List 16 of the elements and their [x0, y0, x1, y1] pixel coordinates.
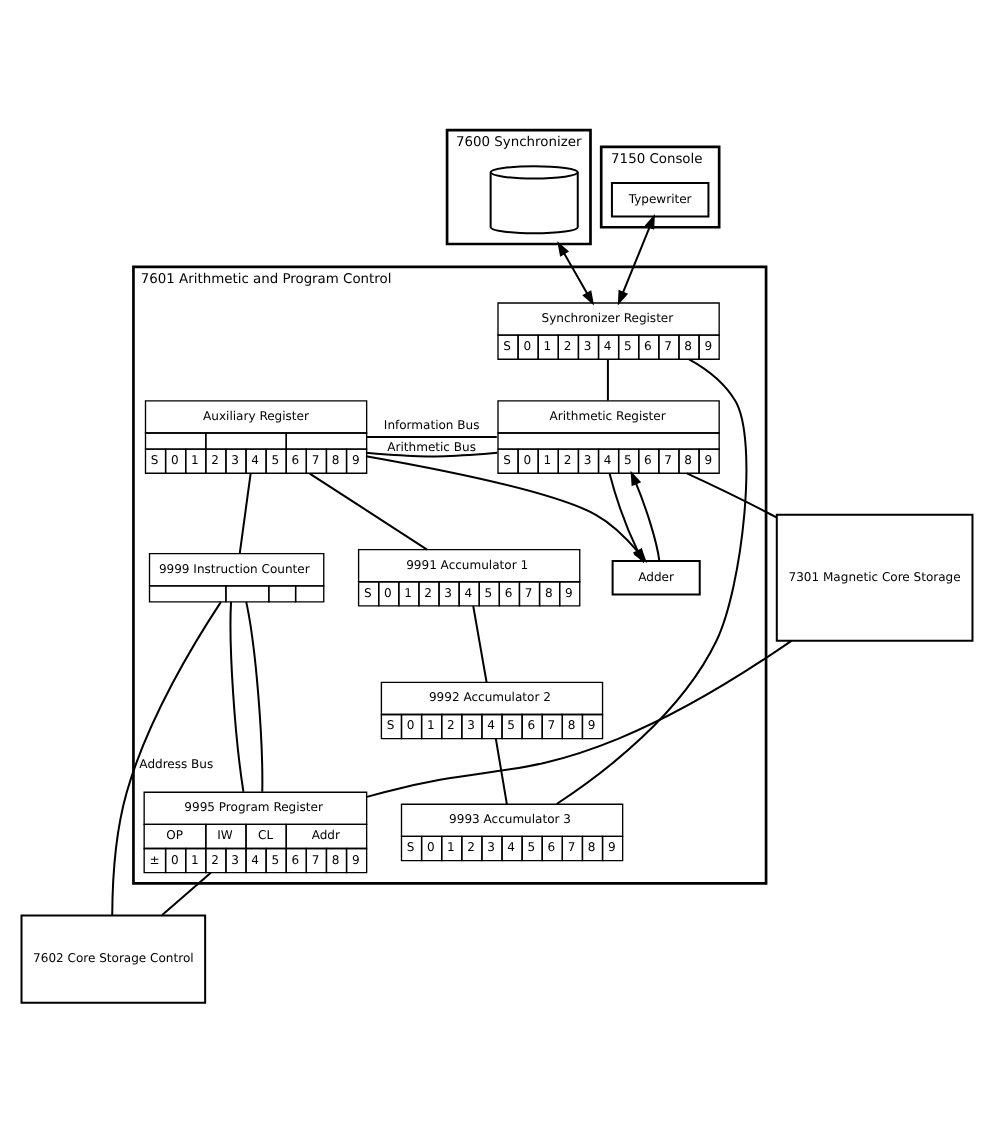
- connector: [111, 601, 222, 916]
- connector: [161, 871, 212, 916]
- connector: [686, 472, 777, 519]
- arrow: [557, 241, 595, 306]
- connector: [556, 358, 748, 805]
- connector: [238, 473, 252, 554]
- connector: [365, 451, 498, 458]
- arrow: [617, 214, 655, 306]
- connector: [366, 436, 497, 439]
- connector: [494, 738, 508, 805]
- connector: [606, 359, 609, 401]
- connector: [245, 601, 264, 792]
- arrow: [630, 470, 661, 561]
- connector: [309, 472, 428, 551]
- connector: [229, 601, 245, 792]
- connector: [366, 640, 792, 798]
